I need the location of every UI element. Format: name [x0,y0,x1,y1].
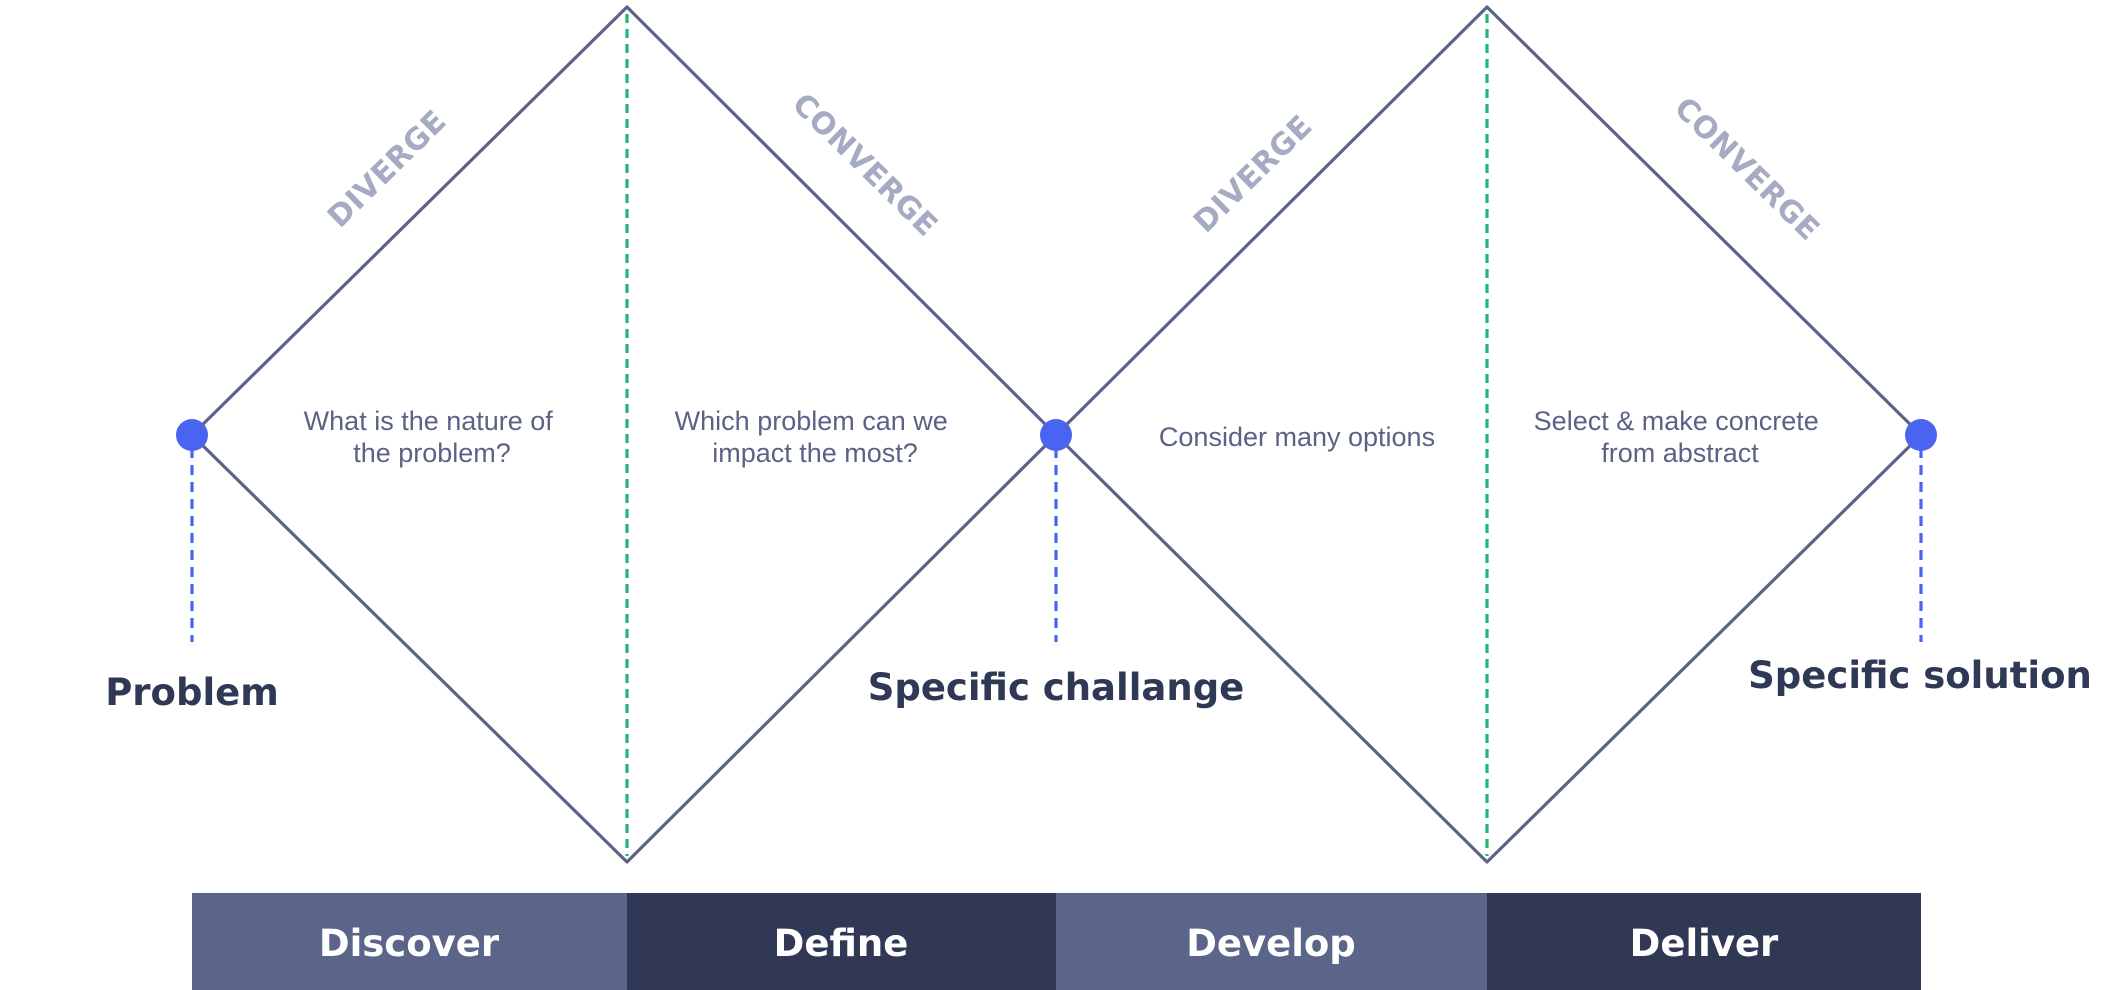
diamond-2-diverge-label: DIVERGE [1187,109,1320,240]
diamond-discover-define: DIVERGE CONVERGE What is the nature of t… [190,5,1058,864]
stage-develop-label: Develop [1186,922,1356,965]
challenge-label: Specific challange [868,666,1245,709]
stage-define-block [627,893,1057,990]
problem-label: Problem [105,671,279,714]
solution-label: Specific solution [1748,654,2092,697]
diamond-2-diverge-question: Consider many options [1159,422,1435,452]
solution-node-dot [1905,419,1937,451]
diamond-1-converge-question: Which problem can we impact the most? [675,406,956,468]
stage-define-label: Define [774,922,909,965]
diamond-2-converge-question: Select & make concrete from abstract [1534,406,1827,468]
milestone-specific-challenge: Specific challange [868,419,1245,709]
stage-discover-label: Discover [319,922,500,965]
stage-bar: Discover Define Develop Deliver [192,893,1921,990]
problem-node-dot [176,419,208,451]
stage-develop-block [1056,893,1488,990]
milestone-problem: Problem [105,419,279,714]
diamond-1-converge-label: CONVERGE [785,87,944,244]
diamond-1-diverge-question: What is the nature of the problem? [304,406,561,468]
milestone-specific-solution: Specific solution [1748,419,2092,697]
challenge-node-dot [1040,419,1072,451]
stage-deliver-label: Deliver [1630,922,1779,965]
stage-discover-block [192,893,628,990]
stage-deliver-block [1487,893,1921,990]
diamond-develop-deliver: DIVERGE CONVERGE Consider many options S… [1054,5,1923,864]
diamond-2-converge-label: CONVERGE [1667,91,1826,248]
diamond-1-diverge-label: DIVERGE [321,104,454,235]
